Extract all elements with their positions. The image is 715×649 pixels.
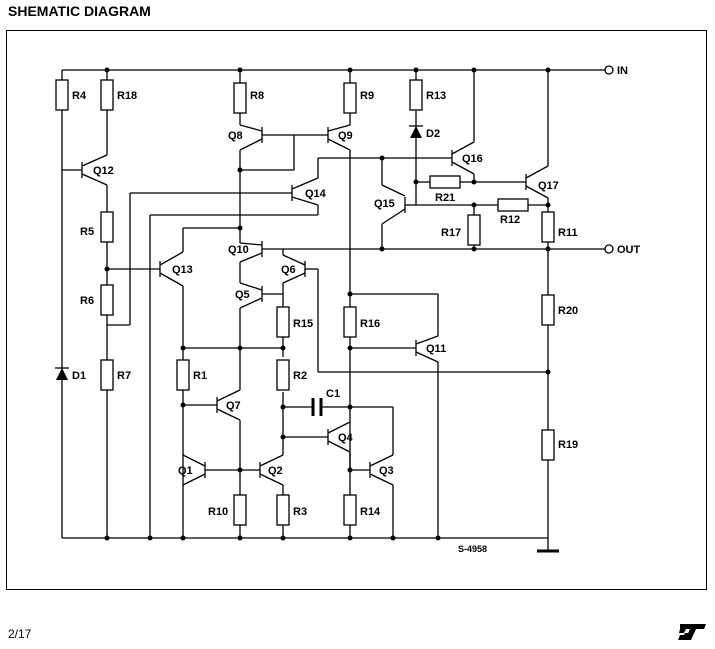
label-r20: R20 xyxy=(558,305,578,317)
label-q16: Q16 xyxy=(462,153,483,165)
terminal-out-label: OUT xyxy=(617,244,641,256)
page-heading: SHEMATIC DIAGRAM xyxy=(8,3,151,19)
label-r9: R9 xyxy=(360,90,374,102)
label-r10: R10 xyxy=(208,506,228,518)
page-number: 2/17 xyxy=(8,627,32,641)
label-q15: Q15 xyxy=(374,198,395,210)
label-r11: R11 xyxy=(558,227,578,239)
label-r7: R7 xyxy=(117,370,131,382)
label-q8: Q8 xyxy=(228,130,243,142)
junctions xyxy=(104,67,551,541)
label-q9: Q9 xyxy=(338,130,353,142)
label-r15: R15 xyxy=(293,318,313,330)
st-logo xyxy=(678,624,706,640)
terminal-in-label: IN xyxy=(617,65,628,77)
wires xyxy=(61,69,605,553)
label-r8: R8 xyxy=(250,90,264,102)
drawing-ref-code: S-4958 xyxy=(458,544,487,554)
resistors xyxy=(55,79,555,526)
schematic-diagram: IN OUT R4 R18 R8 R9 R13 Q8 Q9 D2 Q16 Q12… xyxy=(55,65,641,554)
capacitor-c1 xyxy=(311,398,323,416)
label-q11: Q11 xyxy=(426,343,446,355)
label-q12: Q12 xyxy=(93,165,114,177)
label-r19: R19 xyxy=(558,439,578,451)
label-r17: R17 xyxy=(441,227,461,239)
label-q6: Q6 xyxy=(281,264,296,276)
label-d1: D1 xyxy=(72,370,86,382)
terminal-in xyxy=(604,65,614,75)
label-r14: R14 xyxy=(360,506,381,518)
label-r5: R5 xyxy=(80,226,94,238)
terminal-out xyxy=(604,244,614,254)
label-q14: Q14 xyxy=(305,188,327,200)
label-r1: R1 xyxy=(193,370,207,382)
label-q3: Q3 xyxy=(379,465,394,477)
label-q10: Q10 xyxy=(228,244,249,256)
label-r16: R16 xyxy=(360,318,380,330)
label-r13: R13 xyxy=(426,90,446,102)
label-q4: Q4 xyxy=(338,432,354,444)
label-r6: R6 xyxy=(80,295,94,307)
label-r21: R21 xyxy=(435,192,455,204)
label-q17: Q17 xyxy=(538,180,559,192)
label-r4: R4 xyxy=(72,90,87,102)
label-q7: Q7 xyxy=(226,400,241,412)
label-r2: R2 xyxy=(293,370,307,382)
label-q1: Q1 xyxy=(178,465,193,477)
label-c1: C1 xyxy=(326,388,340,400)
label-r18: R18 xyxy=(117,90,137,102)
diagram-frame xyxy=(6,30,707,590)
component-labels: R4 R18 R8 R9 R13 Q8 Q9 D2 Q16 Q12 Q17 Q1… xyxy=(72,90,578,554)
label-r12: R12 xyxy=(500,214,520,226)
label-q5: Q5 xyxy=(235,289,250,301)
label-q13: Q13 xyxy=(172,264,193,276)
diodes xyxy=(55,125,423,380)
label-r3: R3 xyxy=(293,506,307,518)
label-q2: Q2 xyxy=(268,465,283,477)
label-d2: D2 xyxy=(426,128,440,140)
